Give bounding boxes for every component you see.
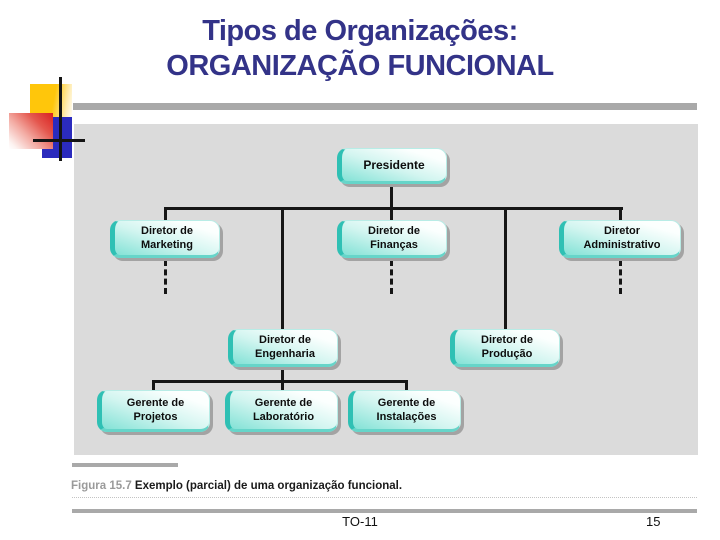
decor-horizontal-line — [33, 139, 85, 142]
org-node-label: Diretor de — [141, 225, 193, 237]
org-node-label: Produção — [481, 348, 533, 360]
org-node-label: Diretor — [603, 225, 641, 237]
footer-divider-bar — [72, 509, 697, 513]
org-node-label: Gerente de — [377, 397, 436, 409]
connector-drop-marketing — [164, 207, 167, 220]
org-node-label: Administrativo — [583, 239, 661, 251]
connector-level2-horizontal — [152, 380, 408, 383]
org-node-diretor-financas: Diretor de Finanças — [337, 220, 447, 258]
footer-page-number: 15 — [646, 514, 661, 529]
org-node-gerente-instalacoes: Gerente de Instalações — [348, 390, 461, 432]
org-node-gerente-laboratorio: Gerente de Laboratório — [225, 390, 338, 432]
connector-level1-horizontal — [164, 207, 623, 210]
org-node-label: Diretor de — [481, 334, 533, 346]
figure-caption-text: Exemplo (parcial) de uma organização fun… — [131, 480, 403, 492]
org-node-label: Finanças — [370, 239, 418, 251]
connector-drop-instalacoes — [405, 380, 408, 393]
org-node-label: Presidente — [363, 158, 425, 172]
slide-title: Tipos de Organizações: ORGANIZAÇÃO FUNCI… — [0, 14, 720, 84]
connector-drop-laboratorio — [281, 380, 284, 393]
decor-yellow-square — [30, 84, 72, 118]
decor-red-square — [9, 113, 53, 149]
org-node-gerente-projetos: Gerente de Projetos — [97, 390, 210, 432]
org-node-label: Instalações — [376, 411, 437, 423]
org-node-diretor-marketing: Diretor de Marketing — [110, 220, 220, 258]
connector-drop-financas — [390, 207, 393, 220]
org-node-label: Diretor de — [368, 225, 420, 237]
figure-caption: Figura 15.7 Exemplo (parcial) de uma org… — [71, 480, 402, 492]
dashed-line-under-financas — [390, 260, 393, 294]
slide-title-line2: ORGANIZAÇÃO FUNCIONAL — [166, 50, 554, 82]
connector-drop-projetos — [152, 380, 155, 393]
org-chart-figure: Presidente Diretor de Marketing Diretor … — [74, 124, 698, 455]
connector-drop-administrativo — [619, 207, 622, 220]
org-node-label: Gerente de — [254, 397, 313, 409]
connector-long-drop-engenharia — [281, 207, 284, 329]
org-node-label: Projetos — [133, 411, 178, 423]
caption-divider-bar — [72, 463, 178, 467]
org-node-label: Engenharia — [255, 348, 315, 360]
org-node-diretor-administrativo: Diretor Administrativo — [559, 220, 681, 258]
decor-vertical-line — [59, 77, 62, 161]
org-node-label: Marketing — [141, 239, 193, 251]
caption-dotted-rule — [72, 497, 697, 498]
dashed-line-under-administrativo — [619, 260, 622, 294]
connector-engenharia-down — [281, 367, 284, 380]
org-node-label: Diretor de — [259, 334, 311, 346]
title-underline-bar — [73, 103, 697, 110]
org-node-diretor-engenharia: Diretor de Engenharia — [228, 329, 338, 367]
org-node-label: Gerente de — [126, 397, 185, 409]
org-node-label: Laboratório — [252, 411, 315, 423]
org-node-presidente: Presidente — [337, 148, 447, 184]
connector-presidente-down — [390, 184, 393, 207]
dashed-line-under-marketing — [164, 260, 167, 294]
footer-course-code: TO-11 — [342, 514, 378, 529]
connector-long-drop-producao — [504, 207, 507, 329]
figure-caption-label: Figura 15.7 — [71, 480, 132, 492]
org-node-diretor-producao: Diretor de Produção — [450, 329, 560, 367]
slide-title-line1: Tipos de Organizações: — [202, 15, 518, 47]
